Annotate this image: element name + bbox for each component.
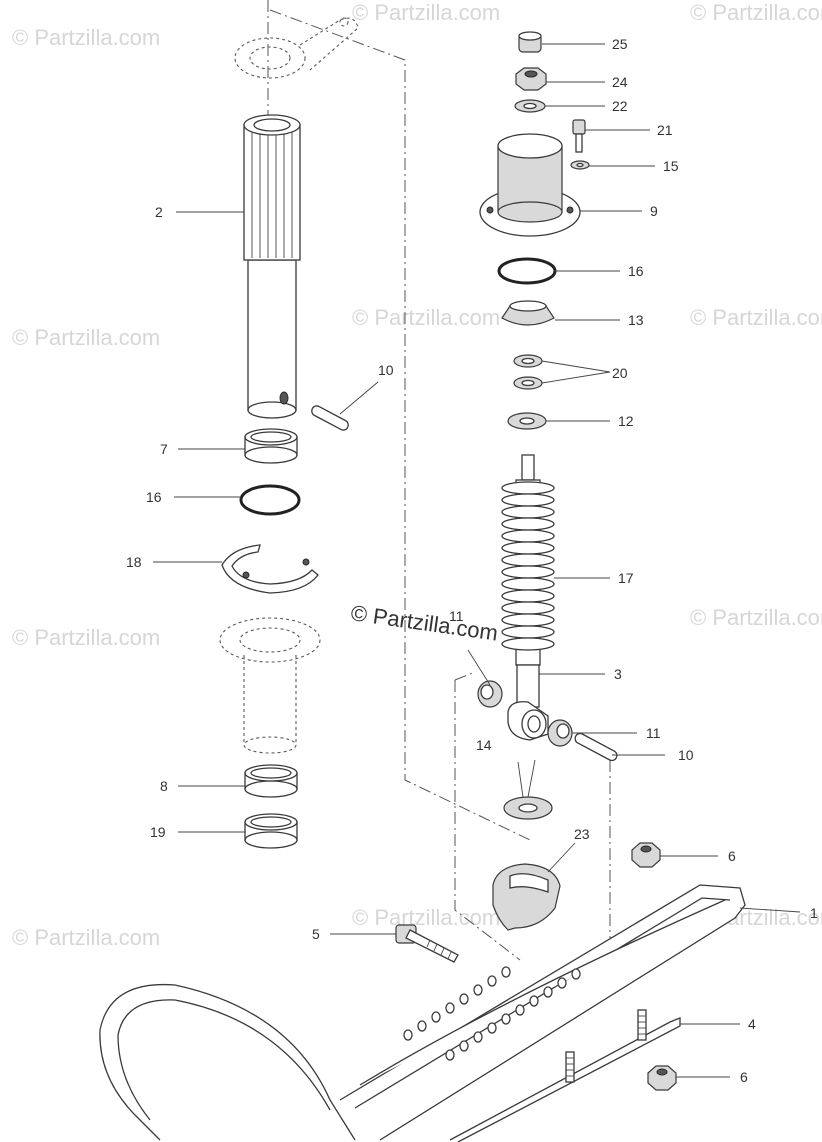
callout-14: 14 [476, 737, 492, 753]
leader-lines [153, 43, 801, 1078]
callout-16-upper: 16 [628, 263, 644, 279]
pin-upper [311, 405, 349, 431]
callout-19: 19 [150, 824, 166, 840]
bushing-11-left [477, 680, 503, 708]
watermark: © Partzilla.com [12, 325, 160, 350]
callout-2: 2 [155, 204, 163, 220]
washer-22 [514, 99, 546, 113]
nut-24 [515, 67, 547, 91]
watermark: © Partzilla.com [12, 625, 160, 650]
watermark: © Partzilla.com [352, 905, 500, 930]
nut-6-upper [631, 842, 661, 868]
callout-6-upper: 6 [728, 848, 736, 864]
callout-7: 7 [160, 441, 168, 457]
callout-20: 20 [612, 365, 628, 381]
watermarks: © Partzilla.com © Partzilla.com © Partzi… [12, 0, 822, 950]
callout-8: 8 [160, 778, 168, 794]
wear-bar [449, 1009, 681, 1142]
washer-14 [503, 796, 553, 820]
washer-12 [507, 412, 547, 430]
washer-15 [570, 160, 590, 170]
watermark: © Partzilla.com [12, 25, 160, 50]
spindle-housing-ghost [219, 617, 321, 754]
callout-9: 9 [650, 203, 658, 219]
ski-holes [403, 966, 581, 1061]
bolt-5 [395, 924, 459, 963]
watermark: © Partzilla.com [352, 305, 500, 330]
watermark-center: © Partzilla.com [349, 600, 499, 645]
callout-13: 13 [628, 312, 644, 328]
watermark: © Partzilla.com [352, 0, 500, 25]
bumper [492, 863, 561, 931]
steering-arm-ghost [234, 17, 359, 79]
pin-lower [574, 732, 618, 762]
bushing-11-right [547, 719, 573, 747]
cup-washer [501, 300, 555, 326]
spring [501, 454, 555, 666]
watermark: © Partzilla.com [690, 605, 822, 630]
wear-bar-stud-right [637, 1009, 647, 1041]
callout-4: 4 [748, 1016, 756, 1032]
callout-21: 21 [657, 122, 673, 138]
callout-11-right: 11 [646, 725, 661, 741]
callout-12: 12 [618, 413, 634, 429]
callout-11-left: 11 [449, 608, 464, 624]
oring-left [239, 484, 301, 516]
shock-body [507, 664, 549, 741]
ski [99, 884, 746, 1141]
callout-23: 23 [574, 826, 590, 842]
bolt-21 [572, 119, 586, 153]
washers-20 [513, 354, 543, 390]
callout-16-lower: 16 [146, 489, 162, 505]
oring-right [497, 257, 557, 285]
watermark: © Partzilla.com [690, 305, 822, 330]
callout-17: 17 [618, 570, 634, 586]
callout-10-lower: 10 [678, 747, 694, 763]
callout-10-upper: 10 [378, 362, 394, 378]
callout-24: 24 [612, 74, 628, 90]
bushing-8 [244, 764, 298, 798]
circlip [221, 544, 319, 594]
cap [518, 31, 542, 53]
shock-housing [479, 133, 581, 237]
watermark: © Partzilla.com [690, 0, 822, 25]
callouts: 25 24 22 21 15 9 16 13 20 12 17 3 11 11 … [126, 36, 818, 1085]
bushing-19 [244, 813, 298, 849]
wear-bar-stud-left [565, 1051, 575, 1083]
bushing-7 [244, 428, 298, 464]
callout-5: 5 [312, 926, 320, 942]
callout-25: 25 [612, 36, 628, 52]
callout-18: 18 [126, 554, 142, 570]
spindle-shaft [243, 114, 301, 419]
callout-22: 22 [612, 98, 628, 114]
spline-lines [251, 128, 293, 258]
nut-6-lower [647, 1065, 677, 1091]
watermark: © Partzilla.com [12, 925, 160, 950]
callout-6-lower: 6 [740, 1069, 748, 1085]
callout-3: 3 [614, 666, 622, 682]
callout-15: 15 [663, 158, 679, 174]
callout-1: 1 [810, 905, 818, 921]
